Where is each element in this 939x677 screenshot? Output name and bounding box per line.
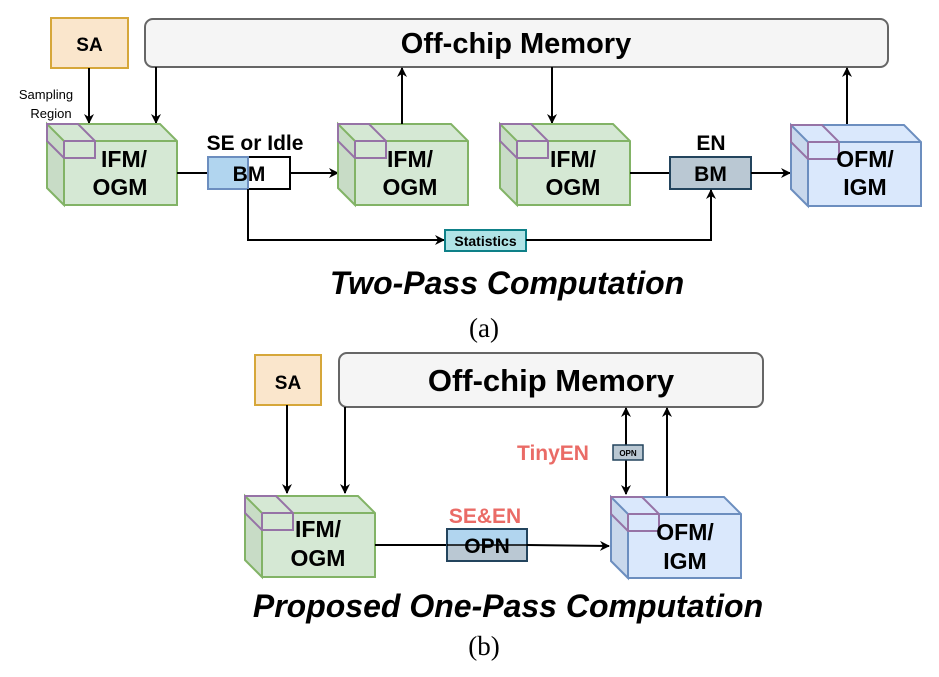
ifm-ogm-buffer-2: IFM/ OGM [337, 121, 469, 208]
part-b: SA Off-chip Memory IFM/ OGM SE&EN OP [244, 352, 764, 661]
bm1-label: BM [233, 163, 266, 186]
bm2-label: BM [694, 163, 727, 186]
sampling-label-line2: Region [30, 106, 71, 121]
sa-box-b: SA [254, 354, 322, 406]
opn-box: OPN [446, 528, 528, 562]
sampling-label-line1: Sampling [19, 87, 73, 102]
buffer1-label-line2: OGM [93, 174, 148, 200]
arrow-bm-to-statistics [247, 189, 445, 245]
ofm-igm-buffer-b: OFM/ IGM [610, 494, 742, 581]
buffer2-label-line1: IFM/ [387, 146, 434, 172]
buffer-b-label-line2: OGM [291, 545, 346, 571]
se-en-label: SE&EN [449, 505, 521, 528]
part-b-caption: (b) [468, 631, 499, 661]
sa-box-a: SA [50, 17, 129, 69]
off-chip-memory-b: Off-chip Memory [338, 352, 764, 408]
output-b-label-line2: IGM [663, 548, 706, 574]
arrow-statistics-to-bm2 [526, 189, 716, 241]
off-chip-memory-a: Off-chip Memory [144, 18, 889, 68]
buffer1-label-line1: IFM/ [101, 146, 148, 172]
small-opn-box: OPN [612, 444, 644, 461]
ifm-ogm-buffer-b: IFM/ OGM [244, 493, 376, 580]
part-a-title: Two-Pass Computation [330, 265, 684, 301]
buffer-b-label-line1: IFM/ [295, 516, 342, 542]
buffer3-label-line2: OGM [546, 174, 601, 200]
se-idle-label: SE or Idle [207, 132, 304, 155]
small-opn-label: OPN [619, 449, 637, 458]
sampling-region-cube [46, 123, 96, 159]
memory-label-a: Off-chip Memory [401, 28, 631, 60]
memory-label-b: Off-chip Memory [428, 363, 675, 398]
ifm-ogm-buffer-3: IFM/ OGM [499, 121, 631, 208]
en-label: EN [696, 132, 725, 155]
buffer2-label-line2: OGM [383, 174, 438, 200]
ifm-ogm-buffer-1: IFM/ OGM [46, 121, 178, 208]
statistics-box: Statistics [444, 229, 527, 252]
part-b-title: Proposed One-Pass Computation [253, 588, 763, 624]
buffer3-label-line1: IFM/ [550, 146, 597, 172]
output-b-label-line1: OFM/ [656, 519, 714, 545]
ofm-igm-buffer-a: OFM/ IGM [790, 122, 922, 209]
output-a-label-line2: IGM [843, 174, 886, 200]
sa-label-b: SA [275, 373, 302, 394]
bm-box-1: BM [207, 156, 291, 190]
statistics-label: Statistics [454, 233, 516, 249]
part-a: SA Off-chip Memory Sampling Region IFM/ … [19, 17, 922, 343]
tinyen-label: TinyEN [517, 442, 589, 465]
bm-box-2: BM [669, 156, 752, 190]
part-a-caption: (a) [469, 313, 499, 343]
output-a-label-line1: OFM/ [836, 146, 894, 172]
arrow-opn-to-ofm [526, 540, 610, 551]
sa-label-a: SA [76, 35, 103, 56]
opn-label: OPN [464, 535, 510, 558]
